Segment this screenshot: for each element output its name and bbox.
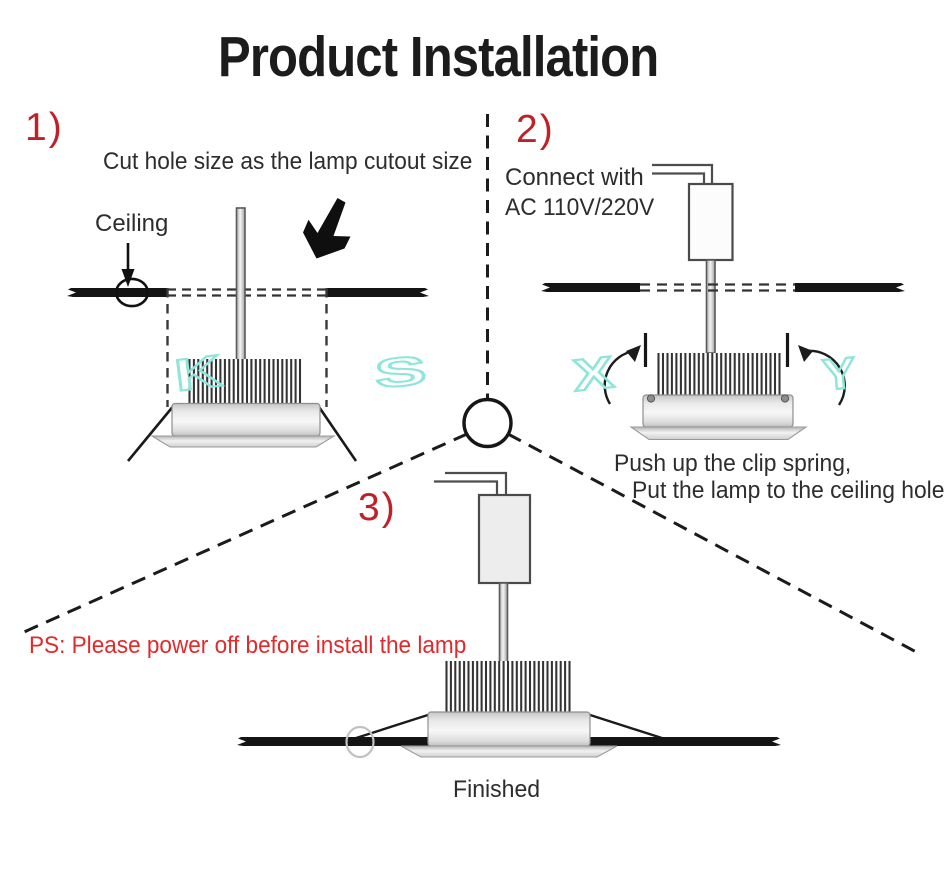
svg-text:X: X <box>571 347 616 401</box>
svg-text:S: S <box>373 348 428 398</box>
svg-text:Y: Y <box>821 348 858 399</box>
svg-text:K: K <box>172 345 224 400</box>
